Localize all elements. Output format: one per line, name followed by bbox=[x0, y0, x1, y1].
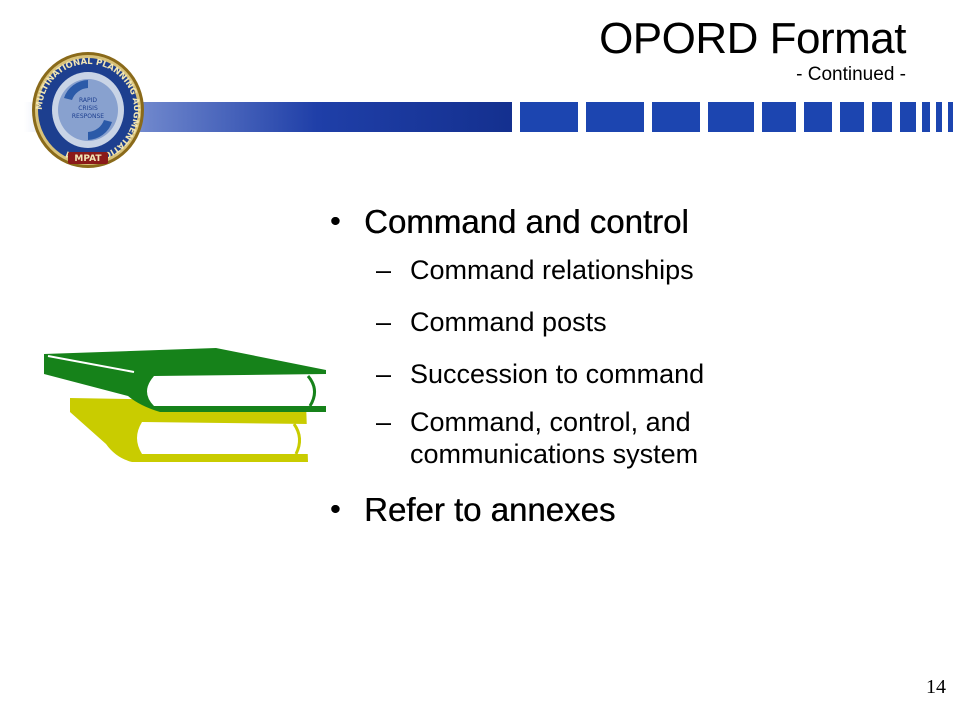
bullet-icon: • bbox=[330, 205, 341, 238]
dash-icon: – bbox=[376, 359, 392, 389]
header-bar-segment bbox=[948, 102, 953, 132]
sub-bullet-text: Command, control, and communications sys… bbox=[410, 407, 699, 469]
header-bar-segment bbox=[936, 102, 942, 132]
bullet-text: Refer to annexes bbox=[364, 491, 616, 528]
page-title: OPORD Format bbox=[599, 14, 906, 63]
logo-banner-text: MPAT bbox=[74, 154, 102, 164]
header-bar-segment bbox=[872, 102, 892, 132]
header-bar-segment bbox=[840, 102, 864, 132]
header-bar-segment bbox=[708, 102, 754, 132]
dash-icon: – bbox=[376, 255, 392, 285]
books-icon bbox=[44, 348, 326, 462]
dash-icon: – bbox=[376, 307, 392, 337]
bullet-icon: • bbox=[330, 493, 341, 526]
header-bar-segment bbox=[652, 102, 700, 132]
sub-bullet-text: Command relationships bbox=[410, 255, 694, 285]
sub-bullet: – Command relationships bbox=[330, 254, 930, 286]
page-number: 14 bbox=[926, 676, 946, 698]
bullet-text: Command and control bbox=[364, 203, 689, 240]
logo-center-text-1: RAPID bbox=[79, 97, 97, 104]
bullet-list: • Command and control – Command relation… bbox=[330, 200, 930, 532]
sub-bullet: – Command posts bbox=[330, 306, 930, 338]
page-subtitle: - Continued - bbox=[796, 64, 906, 85]
header-bar-segment bbox=[804, 102, 832, 132]
header-bar-segment bbox=[762, 102, 796, 132]
sub-bullet-text: Command posts bbox=[410, 307, 607, 337]
logo-center-text-2: CRISIS bbox=[78, 105, 98, 112]
logo-center-text-3: RESPONSE bbox=[72, 113, 104, 120]
bullet-refer-to-annexes: • Refer to annexes bbox=[330, 488, 930, 532]
bullet-command-and-control: • Command and control bbox=[330, 200, 930, 244]
sub-bullet-text: Succession to command bbox=[410, 359, 705, 389]
header-bar-segment bbox=[900, 102, 916, 132]
header-bar-segment bbox=[520, 102, 578, 132]
header-bar-segment bbox=[922, 102, 930, 132]
sub-bullet: – Command, control, and communications s… bbox=[330, 406, 850, 470]
dash-icon: – bbox=[376, 407, 392, 437]
header-bar-segment bbox=[586, 102, 644, 132]
mpat-logo: MULTINATIONAL PLANNING AUGMENTATION TEAM… bbox=[32, 52, 144, 168]
sub-bullet: – Succession to command bbox=[330, 358, 930, 390]
